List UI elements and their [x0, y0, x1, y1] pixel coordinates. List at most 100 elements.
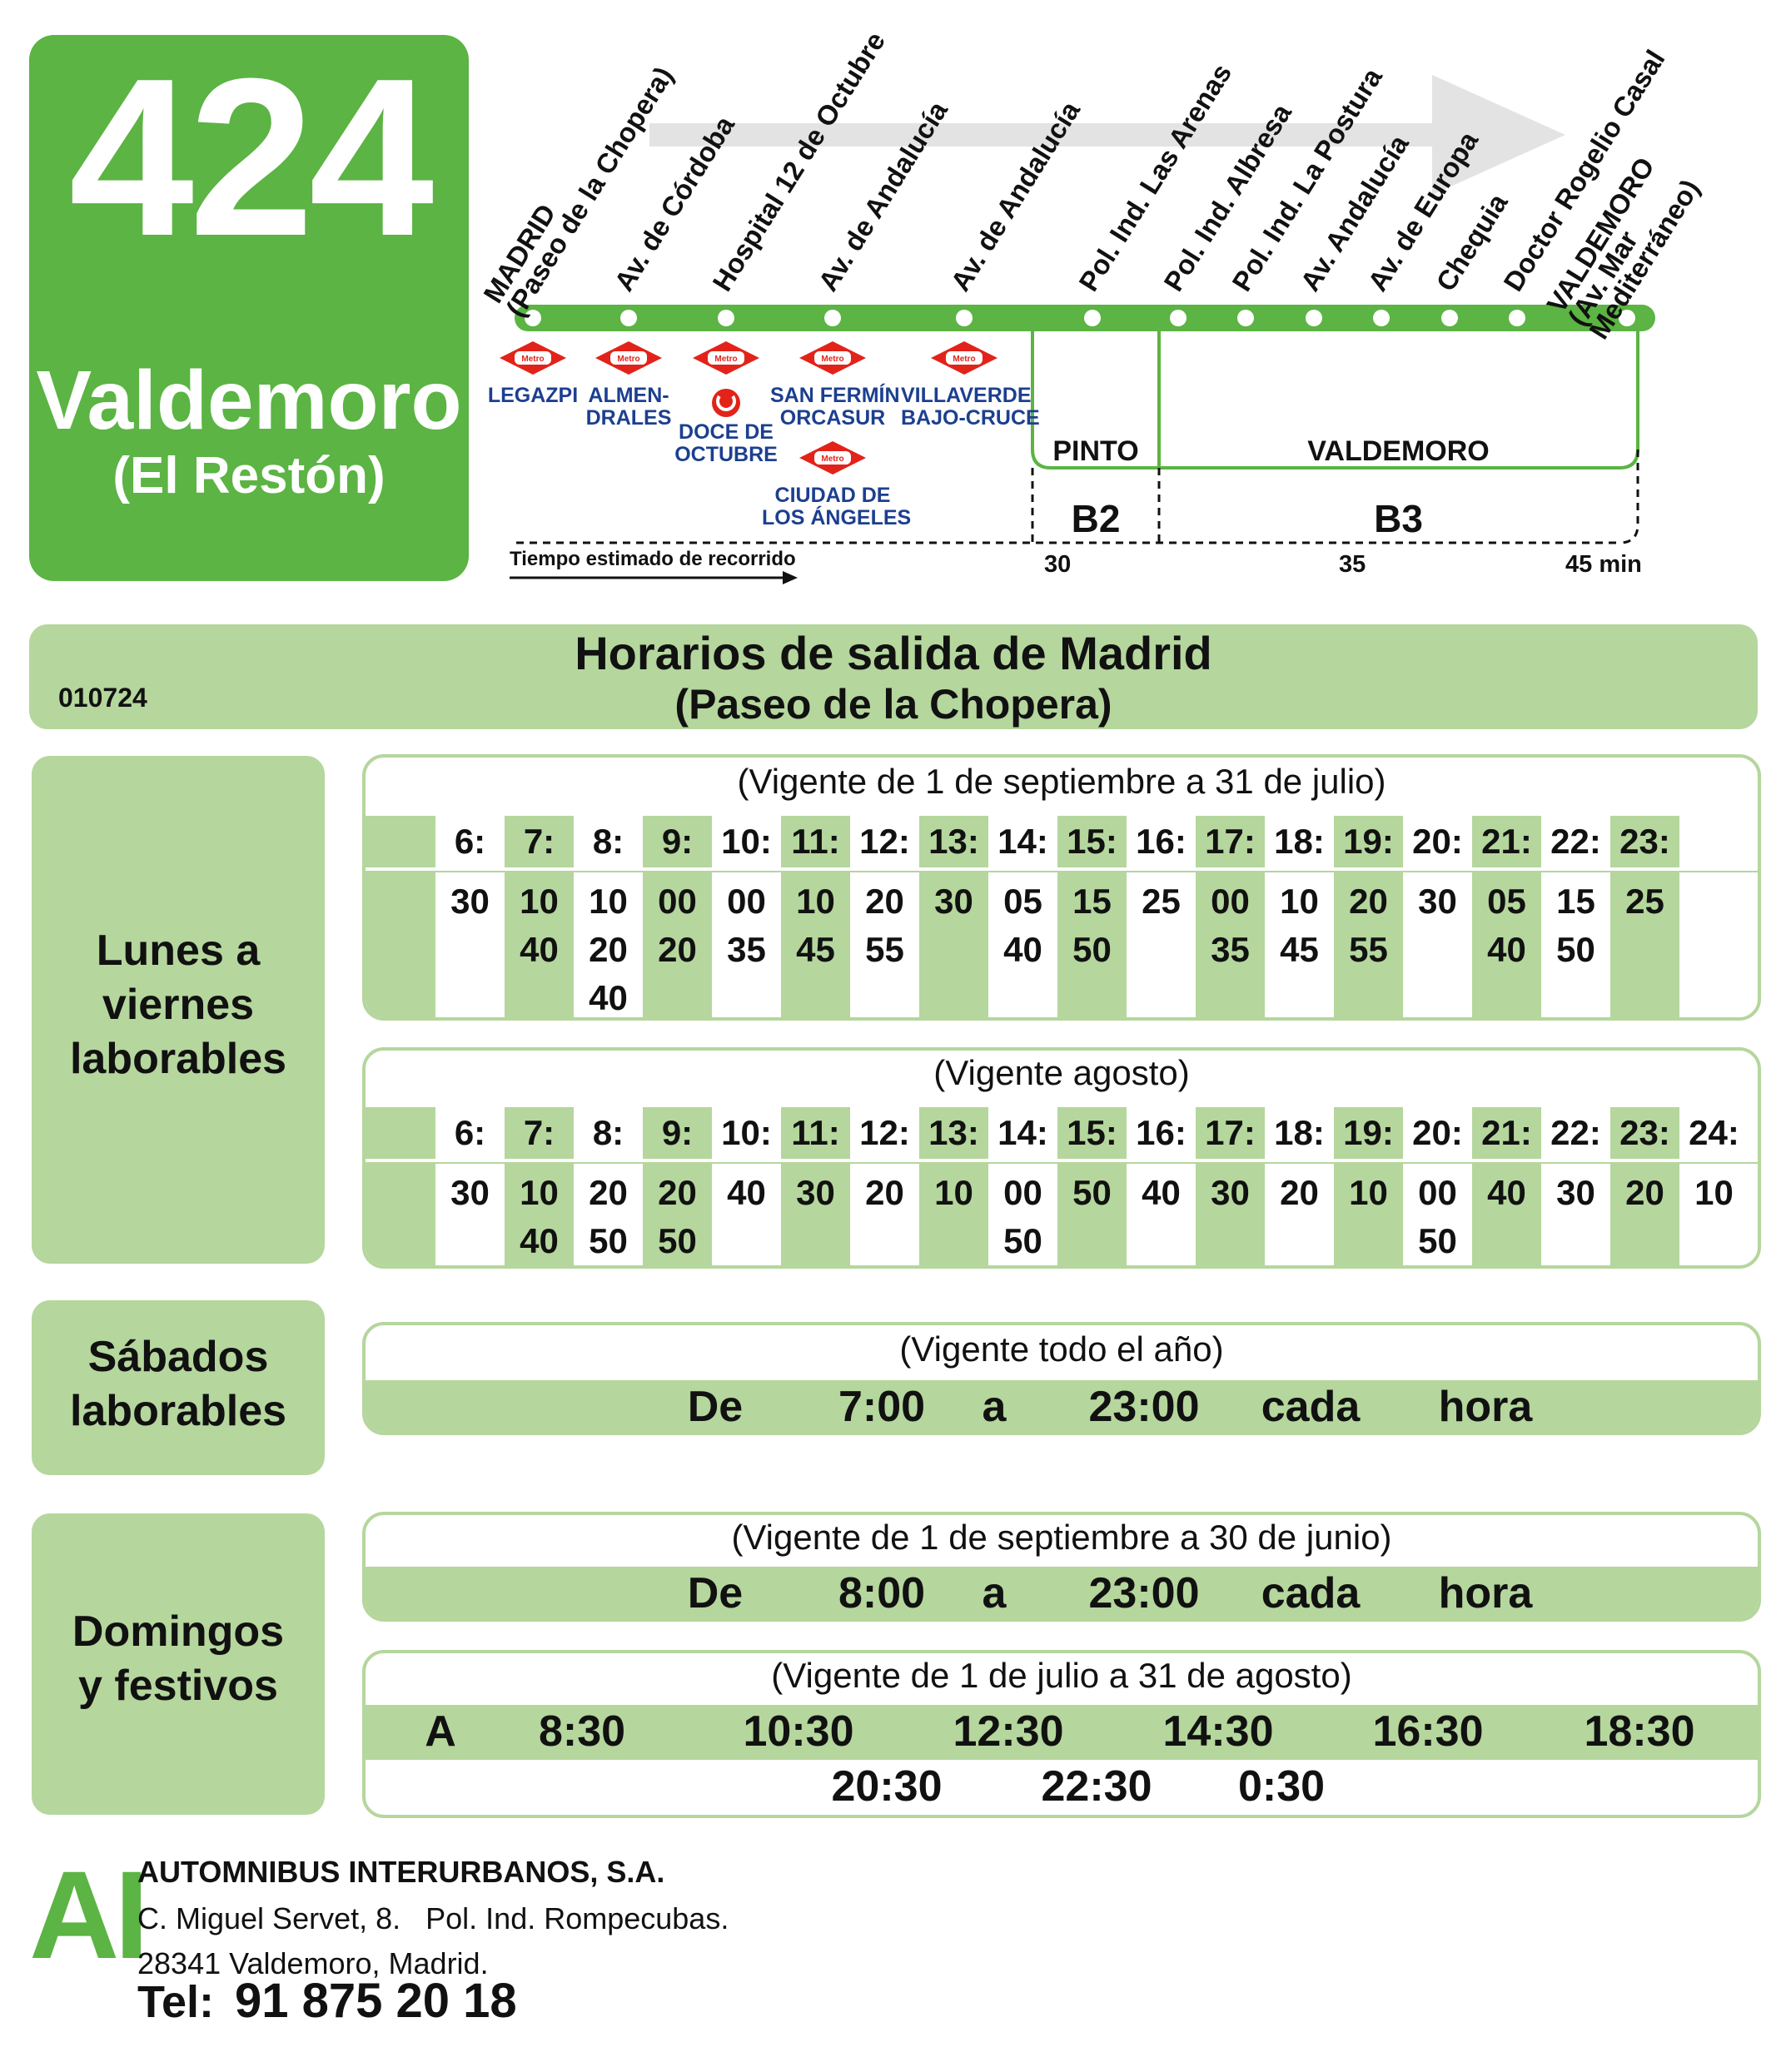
- grid-spacer: [366, 816, 435, 867]
- minutes-cell: 10: [1679, 1164, 1749, 1265]
- stop-dot: [1619, 310, 1635, 326]
- minute-value: 50: [1072, 1173, 1112, 1212]
- metro-icon-san-fermin: [799, 341, 866, 375]
- hour-cell: 11:: [781, 1107, 850, 1159]
- freq-start: 8:00: [838, 1569, 926, 1617]
- saturdays-panel: (Vigente todo el año) De 7:00 a 23:00 ca…: [362, 1322, 1761, 1435]
- minute-value: 50: [589, 1221, 628, 1260]
- minute-value: 00: [1418, 1173, 1457, 1212]
- hour-cell: 7:: [505, 816, 574, 867]
- phone-number[interactable]: 91 875 20 18: [235, 1974, 517, 2028]
- departure-time: 16:30: [1372, 1707, 1484, 1756]
- weekdays-august-panel: (Vigente agosto) 6:7:8:9:10:11:12:13:14:…: [362, 1047, 1761, 1269]
- hour-cell: 12:: [850, 816, 919, 867]
- departure-time: 0:30: [1237, 1762, 1326, 1811]
- hour-cell: 22:: [1541, 816, 1610, 867]
- minute-value: 40: [1487, 1173, 1526, 1212]
- minutes-cell: 40: [712, 1164, 781, 1265]
- minute-value: 00: [1003, 1173, 1042, 1212]
- minutes-cell: 20: [1610, 1164, 1679, 1265]
- saturdays-label: Sábados laborables: [69, 1333, 287, 1435]
- hour-cell: 23:: [1610, 816, 1679, 867]
- company-city: 28341 Valdemoro, Madrid.: [137, 1946, 489, 1980]
- minute-value: 30: [1211, 1173, 1250, 1212]
- weekdays-label-box: [32, 756, 325, 1264]
- stop-dot: [718, 310, 734, 326]
- stop-dots: [525, 310, 1635, 326]
- hour-cell: 15:: [1057, 816, 1127, 867]
- hour-cell: 20:: [1403, 816, 1472, 867]
- minute-value: 10: [589, 882, 628, 921]
- travel-time-label: Tiempo estimado de recorrido: [510, 548, 796, 570]
- phone: Tel: 91 875 20 18: [137, 1973, 517, 2029]
- hour-cell: 12:: [850, 1107, 919, 1159]
- minute-value: 10: [520, 1173, 559, 1212]
- stop-dot: [824, 310, 841, 326]
- minutes-cell: 25: [1610, 872, 1679, 1017]
- hour-cell: 6:: [435, 816, 505, 867]
- minute-value: 00: [727, 882, 766, 921]
- minute-value: 15: [1072, 882, 1112, 921]
- minute-value: 10: [934, 1173, 973, 1212]
- stop-dot: [1170, 310, 1187, 326]
- stop-dot: [620, 310, 637, 326]
- minute-value: 45: [796, 930, 835, 969]
- minutes-cell: 10: [919, 1164, 988, 1265]
- hour-cell: 8:: [574, 816, 643, 867]
- stop-dot: [956, 310, 973, 326]
- minute-value: 10: [520, 882, 559, 921]
- schedule-subtitle: (Paseo de la Chopera): [674, 681, 1112, 728]
- metro-label: Metro: [953, 355, 975, 364]
- minute-value: 50: [658, 1221, 697, 1260]
- minute-value: 20: [1349, 882, 1388, 921]
- metro-icon-almendrales: [595, 341, 662, 375]
- hour-cell: 11:: [781, 816, 850, 867]
- metro-label: Metro: [521, 355, 544, 364]
- minute-value: 55: [1349, 930, 1388, 969]
- minute-value: 30: [1556, 1173, 1595, 1212]
- minutes-cell: 40: [1472, 1164, 1541, 1265]
- hour-cell: 14:: [988, 816, 1057, 867]
- minute-value: 50: [1418, 1221, 1457, 1260]
- sundays-summer-panel: (Vigente de 1 de julio a 31 de agosto) A…: [362, 1650, 1761, 1818]
- hour-cell: 18:: [1265, 1107, 1334, 1159]
- minute-value: 20: [589, 1173, 628, 1212]
- panel-title: (Vigente de 1 de julio a 31 de agosto): [771, 1656, 1352, 1695]
- hour-cell: 22:: [1541, 1107, 1610, 1159]
- hour-cell: 24:: [1679, 1107, 1749, 1159]
- sundays-winter-panel: (Vigente de 1 de septiembre a 30 de juni…: [362, 1512, 1761, 1622]
- panel-title: (Vigente todo el año): [899, 1329, 1224, 1369]
- freq-end: 23:00: [1088, 1383, 1200, 1431]
- saturdays-label-box: [32, 1300, 325, 1475]
- departure-time: 12:30: [953, 1707, 1064, 1756]
- hour-cell: 17:: [1196, 1107, 1265, 1159]
- minute-value: 25: [1625, 882, 1664, 921]
- travel-time-45: 45 min: [1565, 551, 1642, 578]
- freq-from: De: [687, 1383, 744, 1431]
- stop-dot: [1441, 310, 1458, 326]
- hour-cell: 17:: [1196, 816, 1265, 867]
- minutes-cell: 30: [1196, 1164, 1265, 1265]
- company-address: C. Miguel Servet, 8. Pol. Ind. Rompecuba…: [137, 1901, 729, 1935]
- metro-station-ciudad-angeles: CIUDAD DE LOS ÁNGELES: [762, 484, 912, 529]
- grid-spacer: [1679, 872, 1746, 1017]
- times-prefix: A: [425, 1707, 456, 1756]
- minutes-cell: 50: [1057, 1164, 1127, 1265]
- departure-time: 8:30: [538, 1707, 626, 1756]
- hours-row: 6:7:8:9:10:11:12:13:14:15:16:17:18:19:20…: [366, 816, 1758, 867]
- minute-value: 20: [658, 1173, 697, 1212]
- hour-cell: 16:: [1127, 816, 1196, 867]
- grid-spacer: [1679, 816, 1746, 867]
- hour-cell: 14:: [988, 1107, 1057, 1159]
- minute-value: 10: [1349, 1173, 1388, 1212]
- metro-icon-legazpi: [500, 341, 566, 375]
- minutes-cell: 30: [1541, 1164, 1610, 1265]
- panel-title: (Vigente agosto): [933, 1053, 1190, 1092]
